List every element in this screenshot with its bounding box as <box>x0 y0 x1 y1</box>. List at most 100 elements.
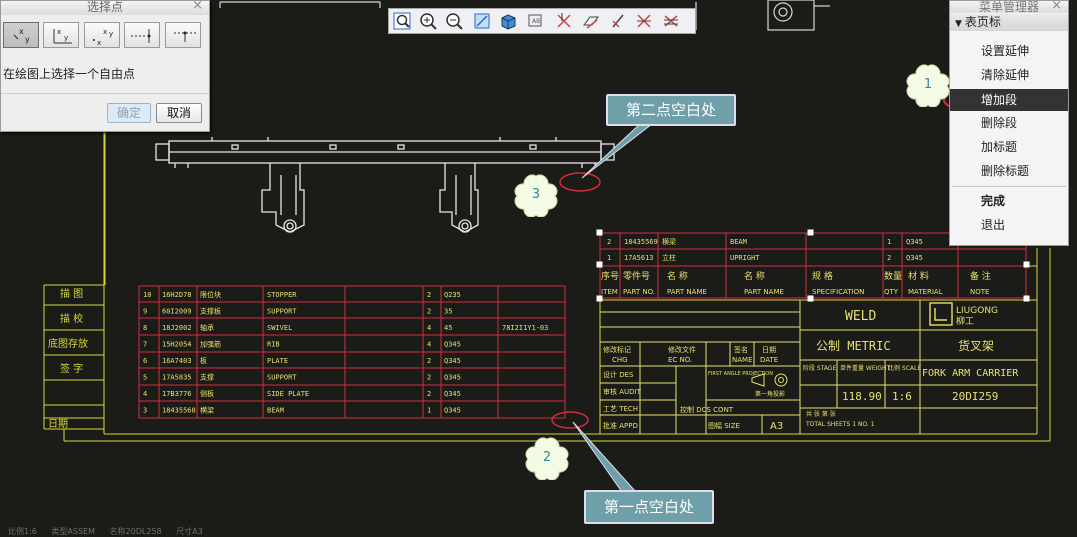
bom-lower-cell-eng: SWIVEL <box>267 324 292 332</box>
bom-lower-cell-eng: PLATE <box>267 357 288 365</box>
bom-lower-cell-item: 7 <box>143 341 147 349</box>
datum-points-icon[interactable] <box>608 11 630 31</box>
coord-sys-icon[interactable] <box>634 11 656 31</box>
bom-upper-cell-eng: UPRIGHT <box>730 254 760 262</box>
view-manager-icon[interactable]: AB <box>526 11 548 31</box>
dialog-divider <box>1 93 209 94</box>
bom-lower-cell-name: 限位块 <box>200 290 221 299</box>
menu-manager: 菜单管理器 × ▼表页标 设置延伸 清除延伸 增加段 删除段 加标题 删除标题 … <box>949 0 1069 246</box>
side-label-storage: 底图存放 <box>48 337 88 350</box>
zoom-out-icon[interactable] <box>444 11 466 31</box>
menu-item-done[interactable]: 完成 <box>981 194 1006 208</box>
svg-text:x: x <box>103 28 107 36</box>
side-label-grid <box>44 304 104 419</box>
step-badge-1-text: 1 <box>923 77 933 92</box>
bom-lower-cell-name: 轴承 <box>200 323 214 332</box>
tb-weight-label: 单件重量 WEIGHT <box>840 364 891 372</box>
menu-section-header[interactable]: ▼表页标 <box>950 14 1068 31</box>
bom-lower-cell-mat: Q345 <box>444 374 461 382</box>
status-bar: 比例1:6 类型ASSEM 名称20DL258 尺寸A3 <box>8 526 215 537</box>
menu-item-clear-extension[interactable]: 清除延伸 <box>981 68 1030 82</box>
bom-lower-cell-qty: 4 <box>427 324 431 332</box>
bom-header-cn: 序号 <box>601 270 619 282</box>
bom-lower-cell-qty: 2 <box>427 390 431 398</box>
liugong-logo-icon <box>929 302 953 326</box>
bom-header-cn: 数量 <box>884 270 902 282</box>
bom-upper-cell-code: 18435569 <box>624 238 658 246</box>
tb-drawing-no: 20DI259 <box>952 390 998 403</box>
bom-lower-cell-item: 4 <box>143 390 147 398</box>
bom-header-cn: 名 称 <box>667 270 688 282</box>
bom-lower-cell-mat: Q345 <box>444 407 461 415</box>
annotations-icon[interactable] <box>661 11 683 31</box>
step-badge-3-text: 3 <box>531 187 541 202</box>
bom-header-cn: 规 格 <box>812 270 833 282</box>
bom-lower-cell-item: 9 <box>143 308 147 316</box>
bom-header-en: PART NAME <box>667 288 707 296</box>
on-entity-point-icon[interactable] <box>165 22 201 48</box>
title-block-grid <box>600 300 1037 434</box>
tb-sign-en: NAME <box>732 356 753 364</box>
svg-text:y: y <box>25 35 30 44</box>
status-size: 尺寸A3 <box>176 527 203 536</box>
tb-sign: 签名 <box>734 345 748 354</box>
bom-upper-cell-mat: Q345 <box>906 238 923 246</box>
bom-lower-cell-name: 板 <box>200 356 207 365</box>
callout-first-point: 第一点空白处 <box>584 490 714 524</box>
on-vertex-point-icon[interactable] <box>124 22 160 48</box>
status-scale: 比例1:6 <box>8 527 37 536</box>
bom-header-cn: 材 料 <box>908 270 929 282</box>
dialog-prompt: 在绘图上选择一个自由点 <box>3 67 136 81</box>
bom-lower-cell-mat: 35 <box>444 308 452 316</box>
bom-header-en: PART NO. <box>623 288 655 296</box>
datum-planes-icon[interactable] <box>554 11 576 31</box>
tb-design: 设计 DES <box>603 370 634 379</box>
menu-item-set-extension[interactable]: 设置延伸 <box>981 44 1030 58</box>
cancel-button[interactable]: 取消 <box>156 103 202 123</box>
top-part-geometry <box>219 0 830 31</box>
bom-lower-cell-item: 6 <box>143 357 147 365</box>
menu-item-add-title[interactable]: 加标题 <box>981 140 1018 154</box>
close-icon[interactable]: × <box>192 0 203 13</box>
bom-header-en: PART NAME <box>744 288 784 296</box>
pick-marker-second <box>559 172 601 192</box>
datum-axes-icon[interactable] <box>581 11 603 31</box>
bom-lower-cell-code: 17B3776 <box>162 390 192 398</box>
dialog-title: 选择点 × <box>1 0 209 15</box>
ok-button[interactable]: 确定 <box>107 103 151 123</box>
bom-upper-cell-item: 2 <box>607 238 611 246</box>
tb-stage-label: 阶段 STAGE <box>803 364 837 372</box>
bom-lower-cell-name: 加强筋 <box>200 340 221 349</box>
bom-header-cn: 名 称 <box>744 270 765 282</box>
bom-upper-cell-code: 17A5613 <box>624 254 654 262</box>
zoom-in-icon[interactable] <box>418 11 440 31</box>
step-badge-3: 3 <box>513 173 559 218</box>
menu-item-delete-title[interactable]: 删除标题 <box>981 164 1030 178</box>
tb-change-doc: 修改文件 <box>668 345 696 354</box>
repaint-icon[interactable] <box>472 11 494 31</box>
svg-text:x: x <box>57 28 61 36</box>
bom-lower-cell-name: 侧板 <box>200 389 214 398</box>
menu-item-delete-segment[interactable]: 删除段 <box>981 116 1018 130</box>
menu-item-add-segment[interactable]: 增加段 <box>950 89 1068 111</box>
title-block-text: 修改标记 CHG 修改文件 EC NO. 签名 NAME 日期 DATE 设计 … <box>603 345 785 430</box>
step-badge-2-text: 2 <box>542 450 552 465</box>
step-badge-2: 2 <box>524 436 570 481</box>
bom-header-en: SPECIFICATION <box>812 288 864 296</box>
menu-manager-title-text: 菜单管理器 <box>978 0 1039 14</box>
menu-item-quit[interactable]: 退出 <box>981 218 1006 232</box>
svg-text:y: y <box>64 34 68 42</box>
step-badge-1: 1 <box>905 63 951 108</box>
bom-lower-cell-item: 3 <box>143 407 147 415</box>
close-icon[interactable]: × <box>1051 0 1062 13</box>
bom-lower-cell-qty: 1 <box>427 407 431 415</box>
display-style-icon[interactable] <box>498 11 520 31</box>
chevron-down-icon: ▼ <box>955 19 962 29</box>
zoom-window-icon[interactable] <box>392 11 414 31</box>
bom-lower-cell-code: 18435568 <box>162 407 196 415</box>
